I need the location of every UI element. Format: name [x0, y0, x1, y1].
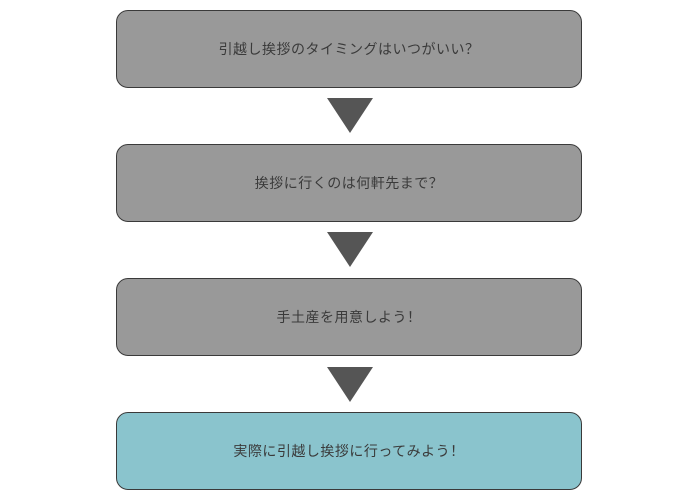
down-arrow-icon — [327, 98, 373, 133]
step-box-gift: 手土産を用意しよう！ — [116, 278, 582, 356]
step-box-neighbors: 挨拶に行くのは何軒先まで？ — [116, 144, 582, 222]
step-label-gift: 手土産を用意しよう！ — [276, 310, 422, 326]
down-arrow-icon — [327, 367, 373, 402]
step-box-visit: 実際に引越し挨拶に行ってみよう！ — [116, 412, 582, 490]
step-label-timing: 引越し挨拶のタイミングはいつがいい？ — [218, 42, 480, 58]
step-label-neighbors: 挨拶に行くのは何軒先まで？ — [254, 176, 444, 192]
down-arrow-icon — [327, 232, 373, 267]
step-box-timing: 引越し挨拶のタイミングはいつがいい？ — [116, 10, 582, 88]
step-label-visit: 実際に引越し挨拶に行ってみよう！ — [233, 444, 465, 460]
